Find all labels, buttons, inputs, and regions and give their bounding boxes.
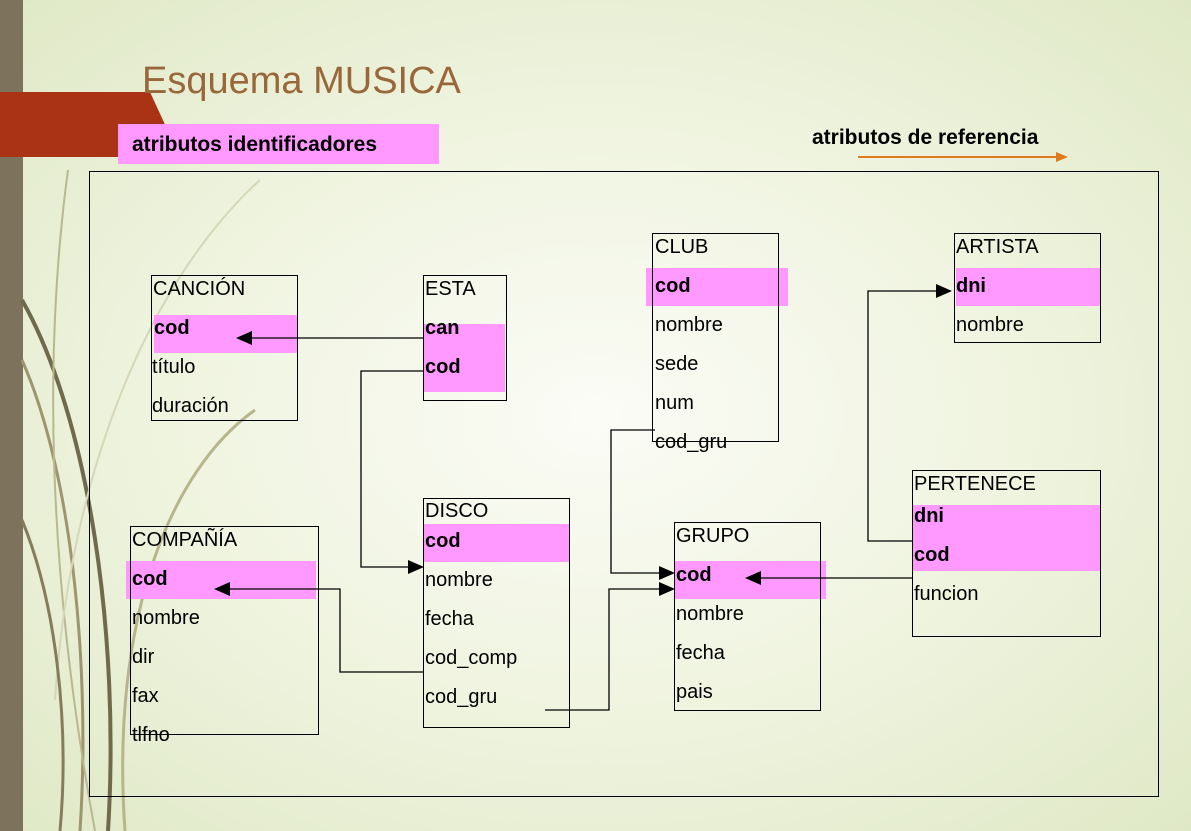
table-title-disco: DISCO <box>425 500 489 522</box>
attr-grupo-pais: pais <box>676 681 713 703</box>
link-club-codgru-to-grupo <box>610 429 660 574</box>
decorative-grass <box>20 169 260 831</box>
club-pk-highlight <box>646 268 788 306</box>
arrowhead-cancion <box>236 331 252 345</box>
table-club <box>652 233 779 442</box>
attr-artista-nombre: nombre <box>956 314 1024 336</box>
table-pertenece <box>912 470 1101 637</box>
pertenece-pk-highlight <box>912 505 1101 571</box>
attr-club-nombre: nombre <box>655 314 723 336</box>
attr-disco-cod-gru: cod_gru <box>425 686 498 708</box>
attr-compania-fax: fax <box>132 685 159 707</box>
arrowhead-grupo-disco <box>659 582 675 596</box>
compania-pk-highlight <box>126 561 316 599</box>
attr-compania-dir: dir <box>132 646 155 668</box>
arrowhead-compania <box>214 582 230 596</box>
legend-identifiers: atributos identificadores <box>118 124 439 164</box>
left-accent-bar <box>0 0 23 831</box>
attr-pertenece-cod: cod <box>914 544 950 566</box>
link-esta-cod-to-disco <box>360 370 423 568</box>
attr-disco-nombre: nombre <box>425 569 493 591</box>
link-pertenece-dni-to-artista <box>867 290 936 542</box>
table-artista <box>954 233 1101 343</box>
attr-esta-can: can <box>425 317 460 339</box>
attr-artista-dni: dni <box>956 275 986 297</box>
esta-pk-highlight <box>424 324 505 392</box>
disco-pk-highlight <box>424 524 570 562</box>
link-disco-codgru-to-grupo <box>545 588 660 711</box>
attr-club-num: num <box>655 392 694 414</box>
attr-grupo-fecha: fecha <box>676 642 725 664</box>
attr-grupo-cod: cod <box>676 564 712 586</box>
table-title-club: CLUB <box>655 236 709 258</box>
table-title-esta: ESTA <box>425 278 476 300</box>
table-title-compania: COMPAÑÍA <box>132 529 238 551</box>
attr-pertenece-dni: dni <box>914 505 944 527</box>
attr-grupo-nombre: nombre <box>676 603 744 625</box>
table-title-pertenece: PERTENECE <box>914 473 1036 495</box>
attr-cancion-cod: cod <box>154 317 190 339</box>
link-disco-codcomp-to-compania <box>230 588 423 673</box>
cancion-pk-highlight <box>154 315 298 353</box>
table-disco <box>423 498 570 728</box>
artista-pk-highlight <box>956 268 1101 306</box>
attr-club-cod-gru: cod_gru <box>655 431 728 453</box>
attr-club-sede: sede <box>655 353 699 375</box>
table-cancion <box>151 275 298 421</box>
arrowhead-artista <box>936 284 952 298</box>
attr-compania-tlfno: tlfno <box>132 724 170 746</box>
legend-references-label: atributos de referencia <box>812 126 1039 149</box>
attr-compania-cod: cod <box>132 568 168 590</box>
attr-disco-cod: cod <box>425 530 461 552</box>
attr-cancion-duracion: duración <box>152 395 229 417</box>
attr-esta-cod: cod <box>425 356 461 378</box>
attr-disco-cod-comp: cod_comp <box>425 647 518 669</box>
arrowhead-grupo-pertenece <box>745 571 761 585</box>
attr-club-cod: cod <box>655 275 691 297</box>
slide-title: Esquema MUSICA <box>142 60 461 102</box>
table-grupo <box>674 522 821 711</box>
table-compania <box>130 526 319 735</box>
arrowhead-grupo-club <box>659 566 675 580</box>
table-title-artista: ARTISTA <box>956 236 1039 258</box>
diagram-frame <box>89 171 1159 797</box>
table-title-cancion: CANCIÓN <box>153 278 246 300</box>
attr-cancion-titulo: título <box>152 356 196 378</box>
attr-disco-fecha: fecha <box>425 608 474 630</box>
table-esta <box>423 275 507 401</box>
table-title-grupo: GRUPO <box>676 525 750 547</box>
attr-pertenece-funcion: funcion <box>914 583 979 605</box>
arrowhead-disco <box>408 560 424 574</box>
legend-identifiers-label: atributos identificadores <box>132 133 378 156</box>
attr-compania-nombre: nombre <box>132 607 200 629</box>
